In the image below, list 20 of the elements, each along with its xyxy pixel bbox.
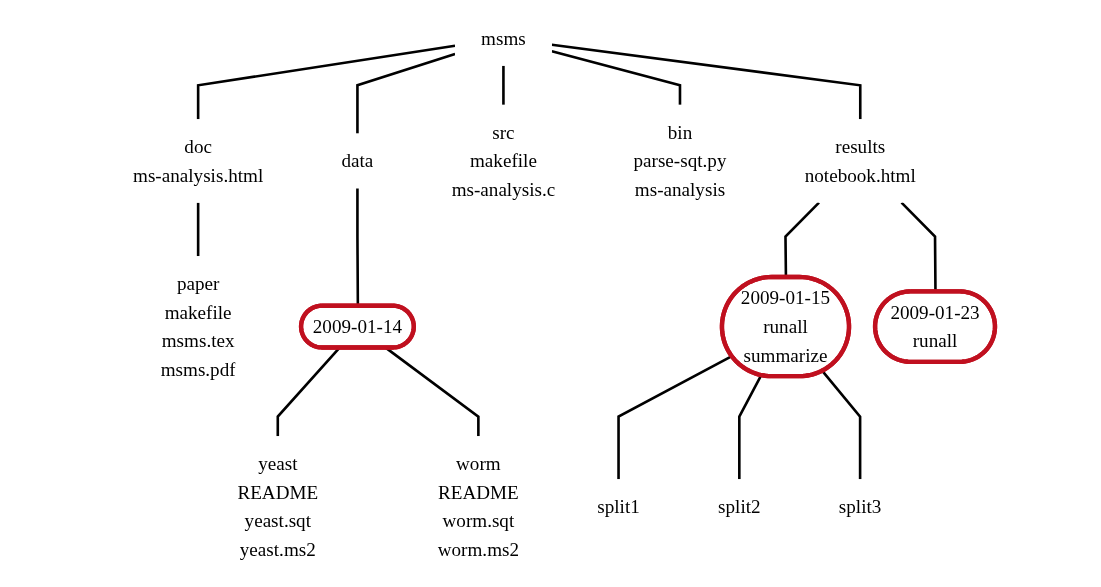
node-text: src makefile ms-analysis.c: [451, 120, 555, 201]
connector: [196, 44, 455, 119]
connector: [821, 369, 861, 479]
node-text: split2: [717, 495, 761, 517]
connector: [551, 49, 681, 105]
connector: [501, 65, 505, 105]
connector: [551, 42, 862, 119]
node-text: split1: [596, 495, 640, 517]
node-text: results notebook.html: [804, 135, 916, 186]
node-text: yeast README yeast.sqt yeast.ms2: [236, 452, 318, 561]
node-text: data: [341, 149, 373, 172]
connector: [196, 202, 199, 256]
node-text: split3: [838, 495, 881, 517]
node-text: msms: [480, 26, 526, 49]
node-text: bin parse-sqt.py ms-analysis: [633, 120, 726, 201]
node-text: doc ms-analysis.html: [132, 135, 263, 186]
directory-tree-diagram: msms doc ms-analysis.html data src makefile ms-analysis.c bin parse-sqt.py ms-analysis results notebook.html paper makefile msms.tex msms.pdf 2009-01-14 2009-01-15 runall summarize 2009-01-23 runall yeast README yeast.sqt yeast.ms2 worm README worm.sqt worm.ms2 split1 split2 split3: [99, 3, 1002, 584]
connector: [355, 52, 455, 134]
node-text: paper makefile msms.tex msms.pdf: [160, 272, 236, 381]
node-text: worm README worm.sqt worm.ms2: [437, 452, 519, 561]
